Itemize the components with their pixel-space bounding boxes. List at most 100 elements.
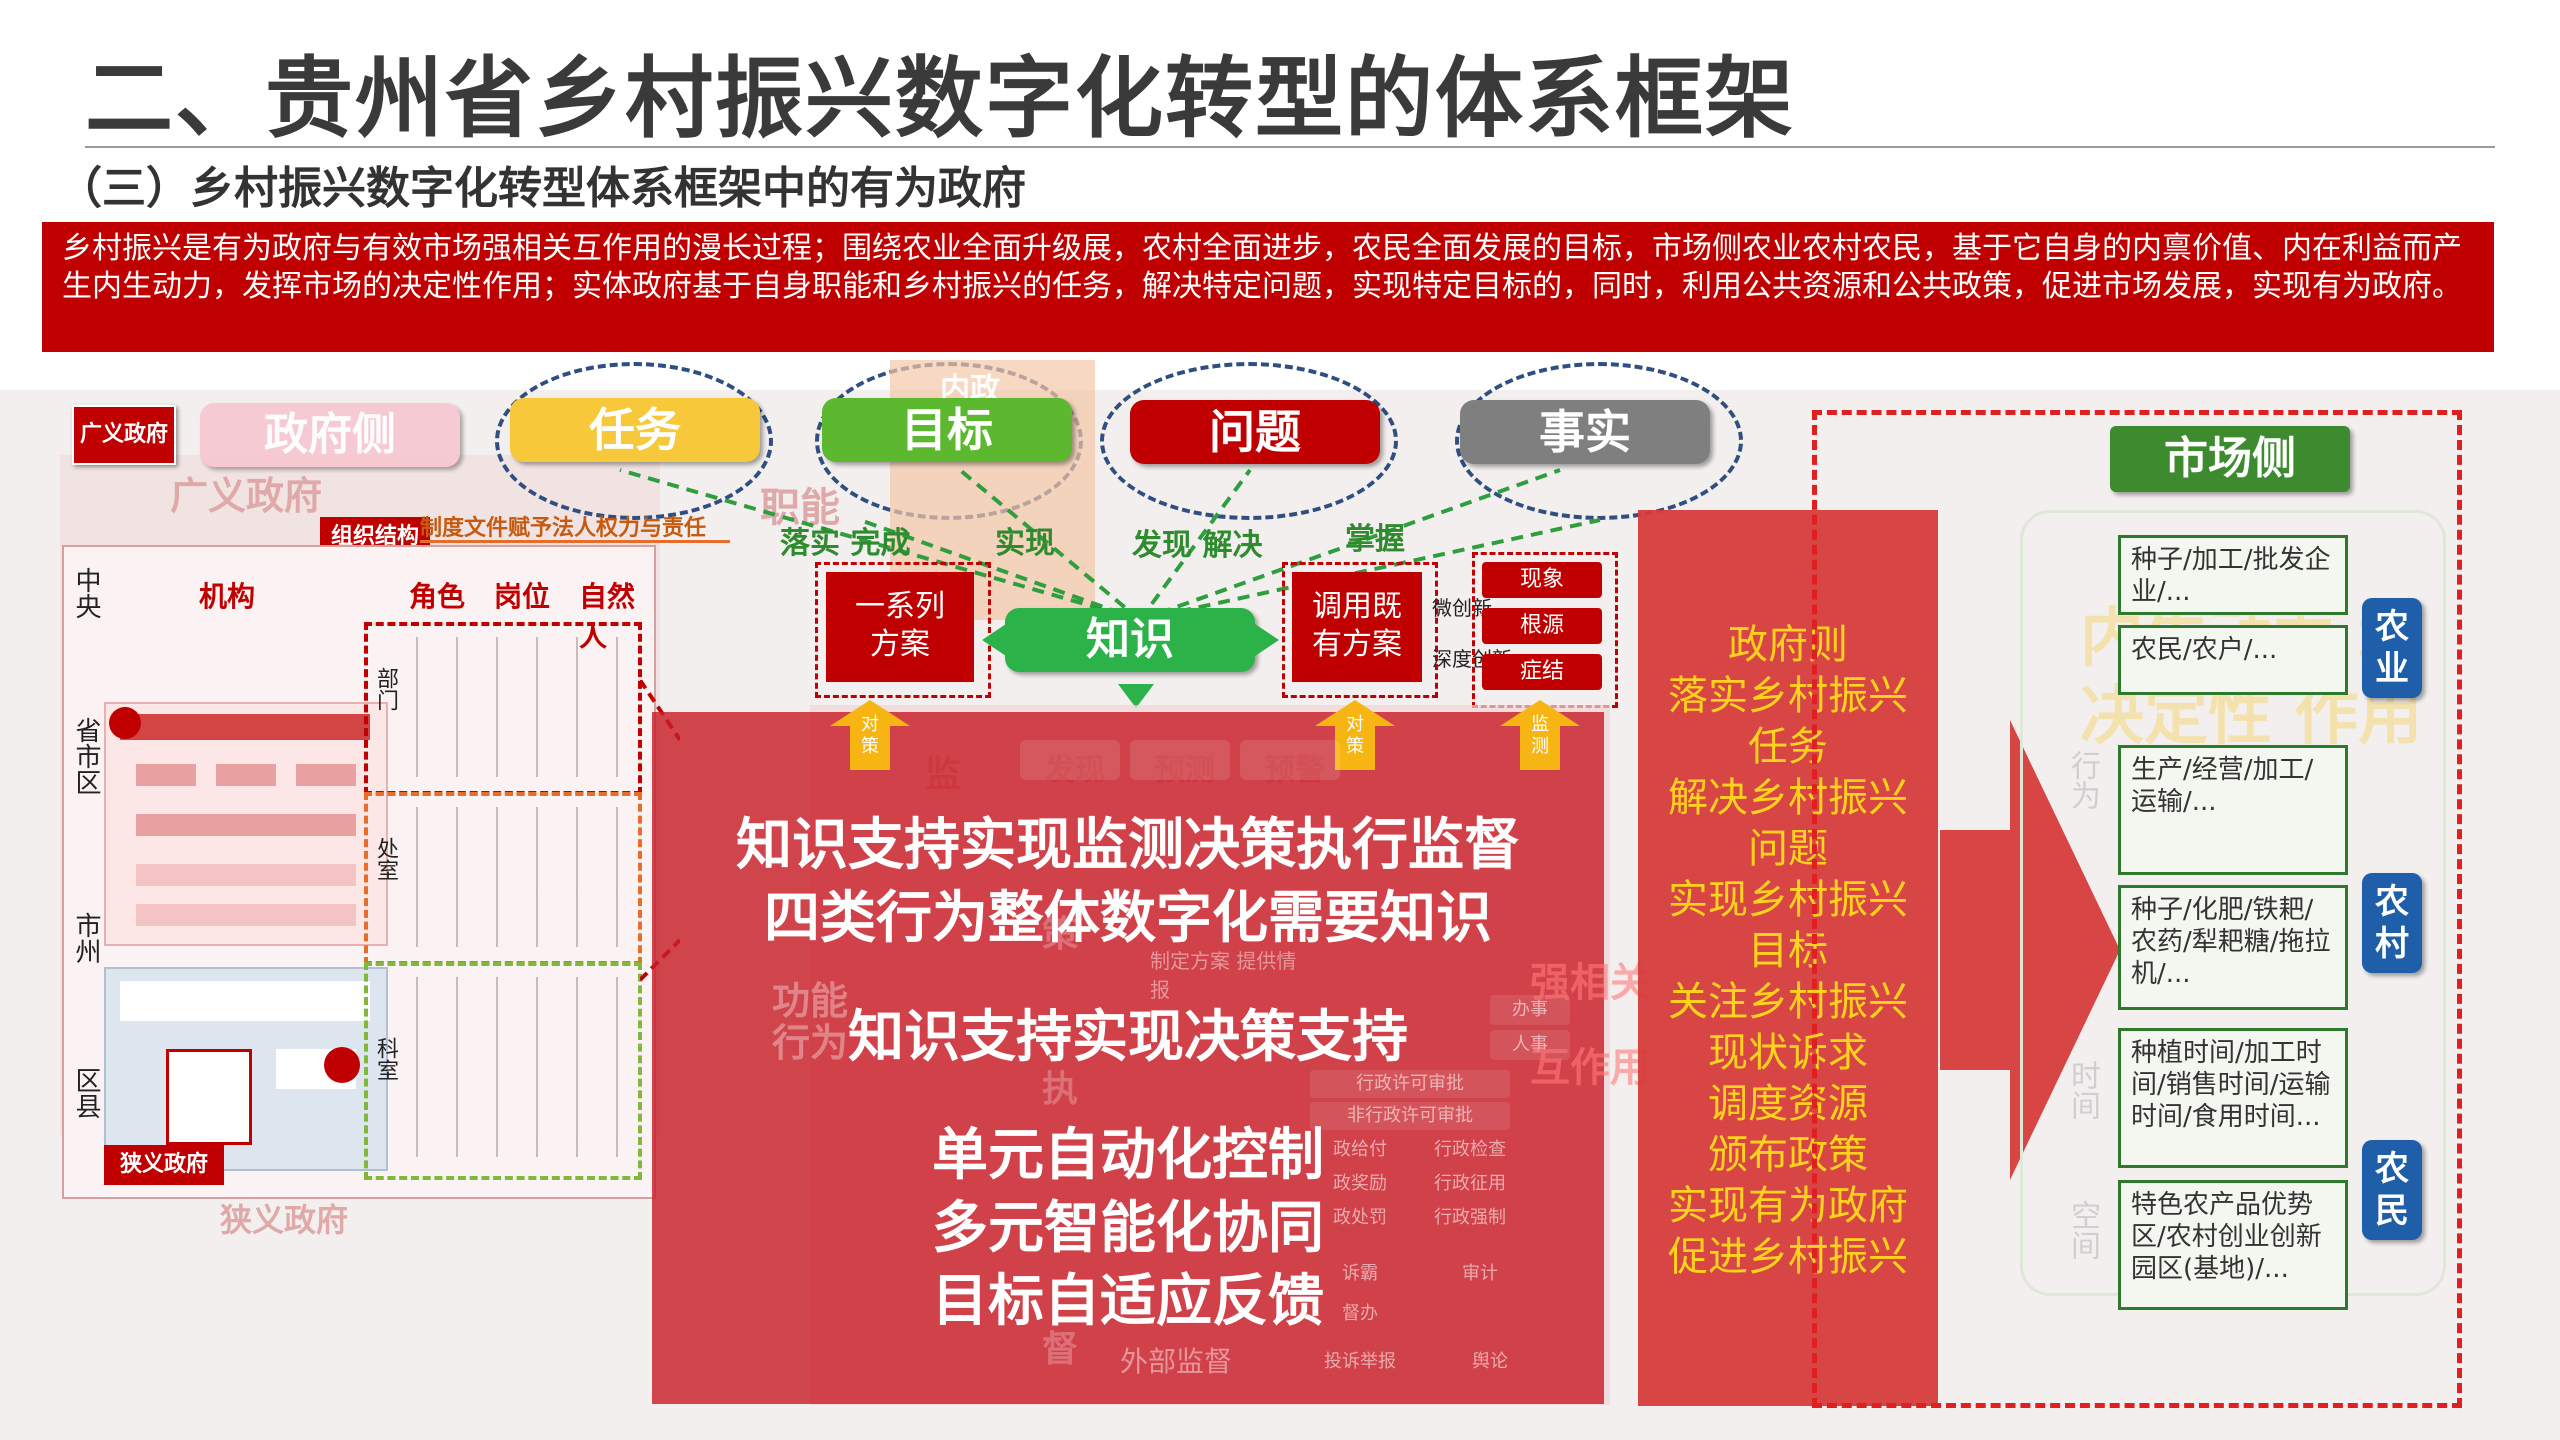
gov-rule-line-8: 现状诉求: [1708, 1030, 1868, 1076]
section-row: [364, 962, 642, 1180]
big-right-arrow: [1940, 720, 2120, 1180]
cell-admin-reward: 政奖励: [1333, 1173, 1387, 1194]
fact-oval: [1455, 362, 1743, 520]
center-line-1: 知识支持实现监测决策执行监督: [736, 813, 1520, 878]
center-line-4: 单元自动化控制: [932, 1123, 1324, 1188]
fact-pill: 事实: [1460, 400, 1710, 464]
cell-supervise: 督办: [1342, 1303, 1378, 1324]
gov-rule-line-10: 颁布政策: [1708, 1132, 1868, 1178]
gov-rule-line-7: 关注乡村振兴: [1668, 979, 1908, 1025]
org-connector-lines: [640, 680, 680, 982]
gov-rule-line-3: 解决乡村振兴: [1668, 775, 1908, 821]
market-cell-production: 生产/经营/加工/运输/...: [2118, 745, 2348, 875]
knowledge-pill: 知识: [1005, 608, 1255, 672]
label-master: 掌握: [1345, 522, 1405, 557]
crux-box: 症结: [1482, 654, 1602, 690]
cell-admin-payment: 政给付: [1333, 1139, 1387, 1160]
countermeasure-label-right: 对策: [1346, 714, 1364, 757]
problem-pill: 问题: [1130, 400, 1380, 464]
ghost-strategy: 策: [1042, 914, 1079, 955]
monitoring-arrow: 监测: [1500, 700, 1580, 770]
ghost-strong-correlation: 强相关: [1530, 960, 1650, 1006]
label-implement-complete: 落实 完成: [780, 526, 911, 561]
existing-solutions-box: 调用既 有方案: [1292, 572, 1422, 682]
cell-external-supervision: 外部监督: [1120, 1345, 1233, 1378]
market-side-space: 空间: [2065, 1200, 2100, 1260]
cell-admin-enforcement: 行政强制: [1434, 1207, 1506, 1228]
task-oval: [495, 362, 773, 520]
market-cell-farmers: 农民/农户/...: [2118, 625, 2348, 695]
title-divider: [85, 146, 2495, 148]
cell-admin-penalty: 政处罚: [1333, 1207, 1387, 1228]
center-line-6: 目标自适应反馈: [932, 1269, 1324, 1334]
ghost-supervise: 督: [1042, 1329, 1079, 1370]
narrow-gov-tag: 狭义政府: [104, 1145, 224, 1185]
level-central: 中央: [71, 567, 101, 619]
law-note: 制度文件赋予法人权力与责任: [420, 516, 707, 541]
office-row-content: [404, 807, 624, 947]
gov-badge-icon: [324, 1047, 360, 1083]
label-countryside: 农村: [2362, 873, 2422, 973]
intro-paragraph: 乡村振兴是有为政府与有效市场强相关互作用的漫长过程；围绕农业全面升级展，农村全面…: [42, 222, 2494, 352]
label-discover-solve: 发现 解决: [1132, 528, 1263, 563]
center-line-3: 知识支持实现决策支持: [848, 1005, 1408, 1070]
label-farmers: 农民: [2362, 1140, 2422, 1240]
narrow-gov-ghost: 狭义政府: [220, 1201, 349, 1239]
cell-admin-license: 行政许可审批: [1310, 1070, 1510, 1098]
label-agriculture: 农业: [2362, 598, 2422, 698]
party-org-diagram: [104, 702, 388, 946]
root-cause-box: 根源: [1482, 608, 1602, 644]
cell-litigation: 诉霸: [1342, 1263, 1378, 1284]
row-label-dept: 部门: [373, 667, 398, 711]
problem-oval: [1100, 362, 1398, 520]
countermeasure-arrow-left: 对策: [830, 700, 910, 770]
page-title: 二、贵州省乡村振兴数字化转型的体系框架: [85, 47, 1796, 150]
gov-rule-line-1: 落实乡村振兴: [1668, 673, 1908, 719]
law-note-arrow: [420, 540, 730, 543]
row-label-section: 科室: [373, 1037, 398, 1081]
center-inner-cells: 制定方案 提供情报 办事 人事 行政许可审批 非行政许可审批 政给付 行政检查 …: [1010, 740, 1570, 1400]
ghost-behavior: 行为: [772, 1021, 849, 1065]
party-badge-icon: [109, 707, 141, 739]
task-pill: 任务: [510, 398, 760, 462]
phenomenon-box: 现象: [1482, 562, 1602, 598]
center-line-5: 多元智能化协同: [932, 1196, 1324, 1261]
monitoring-label: 监测: [1531, 714, 1549, 757]
market-cell-enterprises: 种子/加工/批发企业/...: [2118, 535, 2348, 615]
label-realize: 实现: [995, 526, 1055, 561]
market-side-behavior: 行为: [2065, 750, 2100, 810]
gov-rule-line-0: 政府则: [1728, 622, 1848, 668]
market-cell-space: 特色农产品优势区/农村创业创新园区(基地)/...: [2118, 1180, 2348, 1310]
market-frame: [1812, 410, 2462, 1408]
ghost-function: 职能: [760, 485, 840, 531]
cell-handle-affairs: 办事: [1490, 995, 1570, 1025]
broad-gov-tag: 广义政府: [72, 405, 176, 465]
market-cell-materials: 种子/化肥/铁耙/农药/犁耙糖/拖拉机/...: [2118, 885, 2348, 1010]
countermeasure-label-left: 对策: [861, 714, 879, 757]
gov-rule-line-12: 促进乡村振兴: [1668, 1234, 1908, 1280]
row-label-office: 处室: [373, 837, 398, 881]
cell-admin-inspection: 行政检查: [1434, 1139, 1506, 1160]
col-header-post: 岗位: [494, 580, 551, 613]
market-cell-time: 种植时间/加工时间/销售时间/运输时间/食用时间...: [2118, 1028, 2348, 1168]
dept-row-content: [404, 637, 624, 777]
cell-admin-expropriation: 行政征用: [1434, 1173, 1506, 1194]
gov-rule-panel: [1638, 510, 1938, 1406]
goal-pill: 目标: [822, 398, 1072, 462]
existing-solutions-frame: [1282, 562, 1438, 698]
section-subtitle: （三）乡村振兴数字化转型体系框架中的有为政府: [58, 163, 1026, 214]
center-line-2: 四类行为整体数字化需要知识: [764, 886, 1492, 951]
cell-complaint: 投诉举报: [1324, 1351, 1396, 1372]
col-header-role: 角色: [409, 580, 466, 613]
knowledge-arrow-down: [1118, 684, 1154, 708]
center-overlay: [652, 712, 1604, 1404]
solutions-box: 一系列 方案: [826, 572, 974, 682]
market-side-title: 市场侧: [2110, 426, 2350, 492]
cell-formulate-plan: 制定方案 提供情报: [1150, 949, 1297, 1002]
gov-rule-list: 政府则 落实乡村振兴 任务 解决乡村振兴 问题 实现乡村振兴 目标 关注乡村振兴…: [1638, 620, 1938, 1283]
ghost-execute: 执: [1042, 1069, 1079, 1110]
cell-personnel: 人事: [1490, 1030, 1570, 1060]
gov-rule-line-11: 实现有为政府: [1668, 1183, 1908, 1229]
market-side-time: 时间: [2065, 1060, 2100, 1120]
countermeasure-arrow-right: 对策: [1315, 700, 1395, 770]
